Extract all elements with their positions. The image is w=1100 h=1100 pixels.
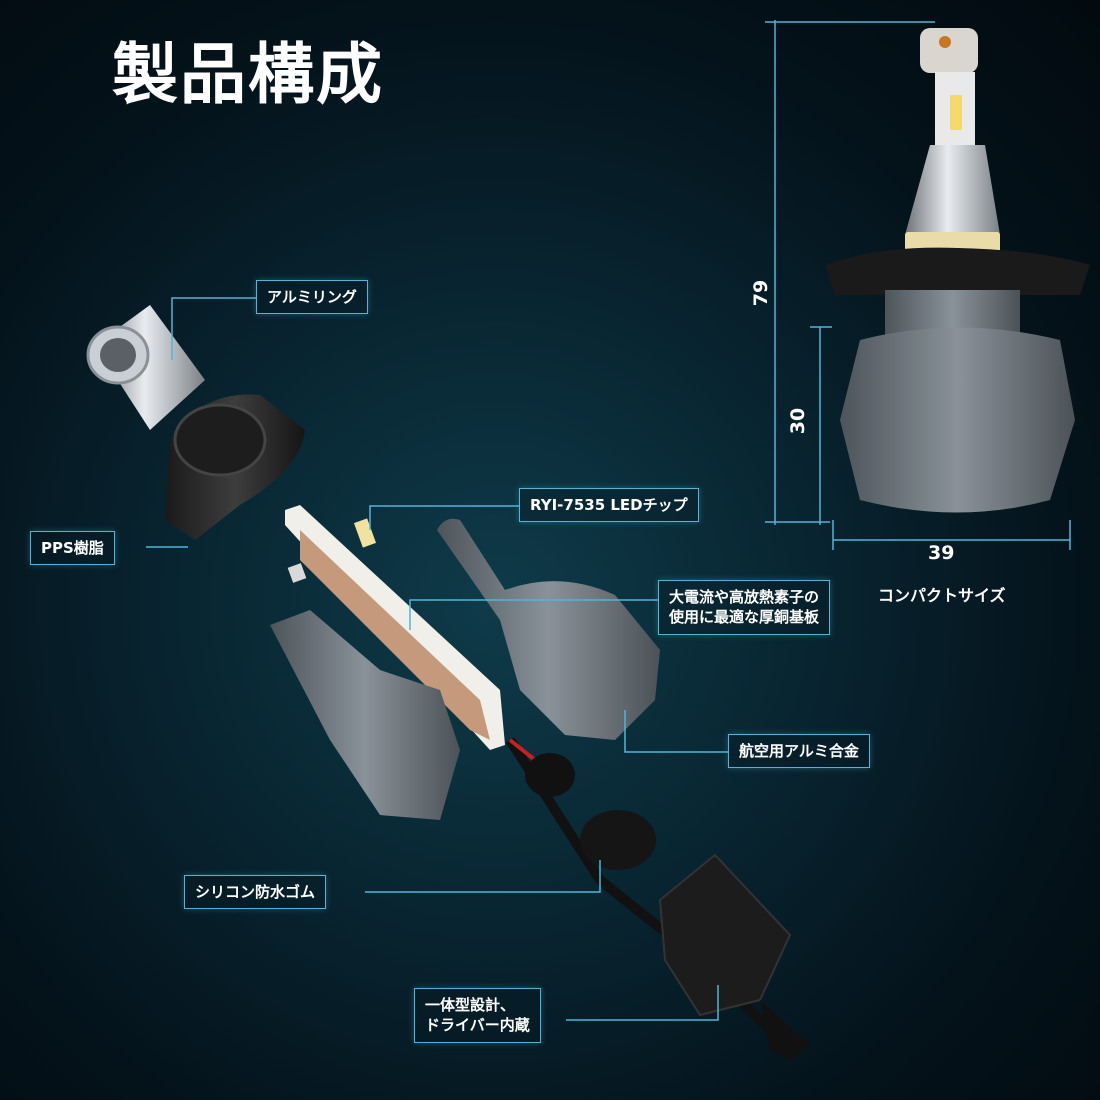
heatsink-right-part [437,518,660,740]
callout-pps-resin: PPS樹脂 [30,531,115,566]
callout-aluminum-alloy-label: 航空用アルミ合金 [739,742,859,760]
dimension-base-height: 30 [787,407,810,435]
callout-aluminum-ring-label: アルミリング [267,288,357,306]
leader-lines [146,20,1071,1021]
callout-copper-board-line2: 使用に最適な厚銅基板 [669,608,820,627]
callout-driver-line1: 一体型設計、 [425,996,516,1014]
callout-copper-board: 大電流や高放熱素子の 使用に最適な厚銅基板 [658,580,831,635]
compact-size-caption: コンパクトサイズ [878,586,1006,605]
callout-silicone-rubber-label: シリコン防水ゴム [195,883,316,901]
callout-copper-board-line1: 大電流や高放熱素子の [669,588,820,606]
cable-driver-part [505,737,810,1060]
aluminum-ring-part [86,305,205,430]
callout-aluminum-alloy: 航空用アルミ合金 [728,734,870,769]
callout-led-chip-label: RYI-7535 LEDチップ [530,496,688,514]
callout-aluminum-ring: アルミリング [256,280,368,315]
callout-silicone-rubber: シリコン防水ゴム [184,875,327,910]
dimension-width: 39 [928,542,955,564]
heatsink-left-part [270,610,460,820]
assembled-bulb [825,28,1090,513]
callout-driver: 一体型設計、 ドライバー内蔵 [414,988,541,1043]
pps-resin-part [165,394,305,540]
page-title: 製品構成 [112,36,384,113]
callout-led-chip: RYI-7535 LEDチップ [519,488,699,523]
callout-pps-resin-label: PPS樹脂 [41,539,104,557]
copper-board-part [285,505,505,750]
dimension-total-height: 79 [750,279,773,307]
callout-driver-line2: ドライバー内蔵 [425,1016,530,1035]
